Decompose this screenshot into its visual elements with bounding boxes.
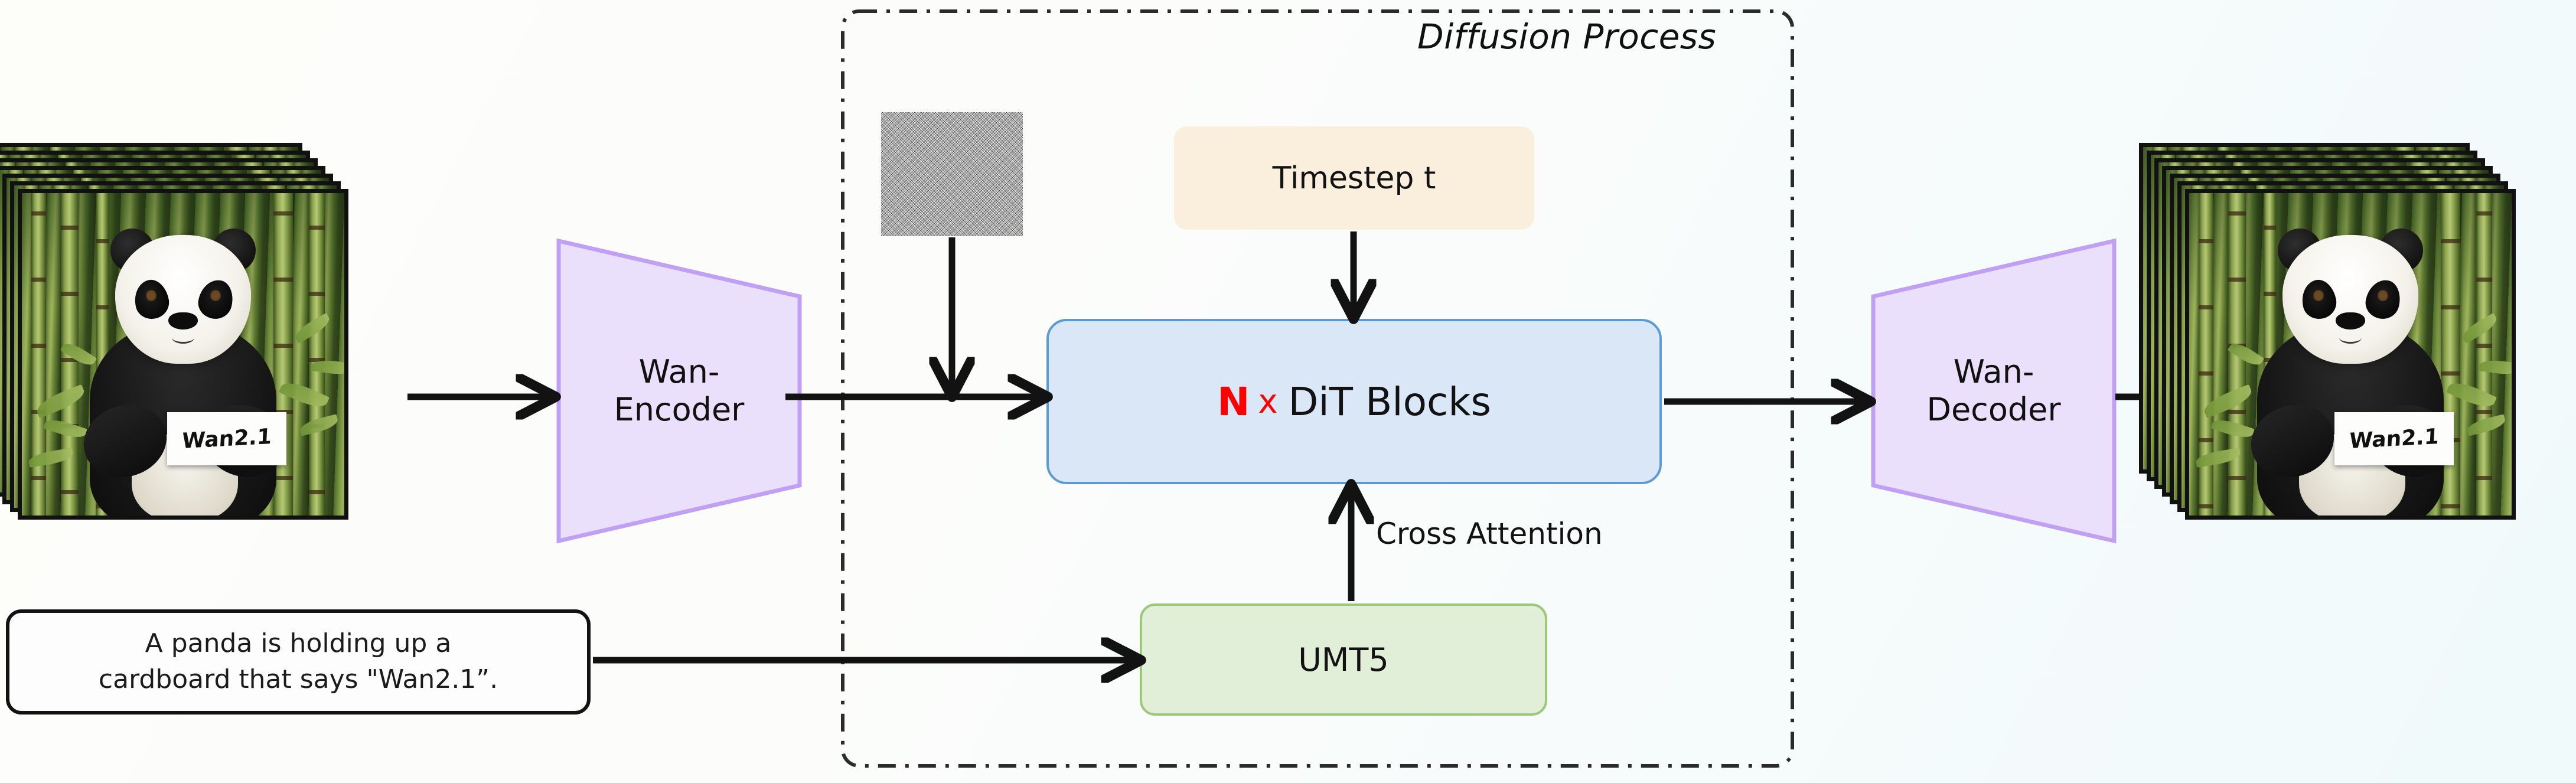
video-frame: Wan2.1 — [2185, 189, 2516, 520]
wan-decoder-block[interactable]: Wan- Decoder — [1870, 237, 2118, 544]
diffusion-process-region — [841, 9, 1794, 768]
diffusion-process-label: Diffusion Process — [1417, 17, 1717, 57]
cross-attention-label: Cross Attention — [1376, 517, 1603, 551]
sign-card-text: Wan2.1 — [181, 424, 272, 454]
input-video-frame-stack: Wan2.1 — [0, 143, 396, 567]
umt5-text-encoder-node[interactable]: UMT5 — [1140, 603, 1547, 716]
video-frame: Wan2.1 — [18, 189, 348, 520]
output-video-frame-stack: Wan2.1 — [2139, 143, 2563, 567]
wan-decoder-label: Wan- Decoder — [1926, 353, 2061, 428]
prompt-line-2: cardboard that says "Wan2.1”. — [98, 664, 498, 694]
wan-encoder-block[interactable]: Wan- Encoder — [555, 237, 803, 544]
prompt-line-1: A panda is holding up a — [145, 628, 452, 659]
dit-blocks-label: DiT Blocks — [1288, 379, 1491, 425]
dit-repeat-symbol: N — [1217, 379, 1250, 425]
timestep-node[interactable]: Timestep t — [1174, 126, 1534, 230]
wan-encoder-label: Wan- Encoder — [614, 353, 745, 428]
umt5-label: UMT5 — [1298, 641, 1389, 678]
dit-blocks-node[interactable]: N x DiT Blocks — [1046, 319, 1662, 484]
dit-times-symbol: x — [1258, 382, 1278, 421]
sign-card-text: Wan2.1 — [2348, 424, 2440, 454]
gaussian-noise-latent-patch — [881, 112, 1023, 236]
sign-card: Wan2.1 — [167, 412, 286, 466]
encoder-trapezoid-icon — [556, 238, 802, 544]
sign-card: Wan2.1 — [2334, 412, 2454, 466]
timestep-label: Timestep t — [1272, 160, 1436, 196]
text-prompt-box[interactable]: A panda is holding up a cardboard that s… — [6, 609, 591, 715]
